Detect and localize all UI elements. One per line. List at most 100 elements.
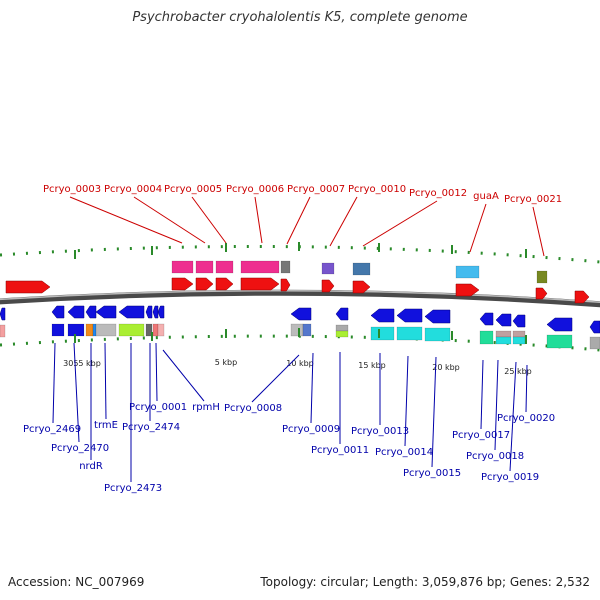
cog-feature-box xyxy=(92,323,97,337)
reverse-gene-label: Pcryo_0009 xyxy=(282,424,340,435)
cog-feature-box xyxy=(479,330,494,345)
cog-feature-box xyxy=(352,262,371,276)
genome-backbone xyxy=(0,289,600,308)
forward-label-leader xyxy=(286,196,311,245)
forward-gene-label: Pcryo_0003 xyxy=(43,184,101,195)
reverse-gene-arrow xyxy=(95,305,117,319)
forward-gene-arrow xyxy=(195,277,214,291)
forward-label-leader xyxy=(133,196,206,244)
cog-feature-box xyxy=(321,262,335,275)
forward-label-leader xyxy=(191,196,227,244)
reverse-gene-arrow xyxy=(0,307,6,321)
reverse-label-leader xyxy=(52,342,56,424)
reverse-gene-arrow xyxy=(424,309,451,324)
reverse-gene-label: Pcryo_0015 xyxy=(403,468,461,479)
forward-gene-arrow xyxy=(5,280,51,294)
forward-gene-label: Pcryo_0010 xyxy=(348,184,406,195)
forward-gene-arrow xyxy=(352,280,371,294)
forward-gene-arrow xyxy=(240,277,280,291)
forward-gene-label: Pcryo_0006 xyxy=(226,184,284,195)
cog-feature-box xyxy=(118,323,145,337)
cog-feature-box xyxy=(495,336,512,345)
scale-tick-label: 10 kbp xyxy=(286,359,314,368)
scale-tick-label: 15 kbp xyxy=(358,361,386,370)
reverse-gene-arrow xyxy=(335,307,349,321)
scale-tick-label: 5 kbp xyxy=(215,358,237,367)
reverse-label-leader xyxy=(155,342,158,402)
reverse-gene-label: Pcryo_2470 xyxy=(51,443,109,454)
reverse-gene-label: Pcryo_0013 xyxy=(351,426,409,437)
forward-gene-label: guaA xyxy=(473,191,499,202)
cog-feature-box xyxy=(302,323,312,337)
reverse-gene-arrow xyxy=(157,305,165,319)
cog-feature-box xyxy=(396,326,423,341)
reverse-gene-label: Pcryo_0018 xyxy=(466,451,524,462)
reverse-gene-arrow xyxy=(51,305,65,319)
reverse-label-leader xyxy=(104,342,107,420)
forward-gene-arrow xyxy=(280,278,291,292)
reverse-gene-arrow xyxy=(370,308,395,323)
reverse-gene-arrow xyxy=(512,314,526,328)
cog-feature-box xyxy=(85,323,94,337)
cog-feature-box xyxy=(335,330,349,338)
forward-gene-arrow xyxy=(321,279,335,293)
reverse-gene-label: Pcryo_0008 xyxy=(224,403,282,414)
scale-tick-label: 20 kbp xyxy=(432,363,460,372)
cog-feature-box xyxy=(546,334,573,349)
cog-feature-box xyxy=(0,324,6,338)
cog-feature-box xyxy=(455,265,480,279)
cog-feature-box xyxy=(495,330,512,338)
genome-backbone-highlight xyxy=(0,289,600,304)
reverse-gene-arrow xyxy=(67,305,85,319)
forward-gene-arrow xyxy=(215,277,234,291)
reverse-gene-arrow xyxy=(479,312,494,326)
forward-label-leader xyxy=(329,196,358,247)
forward-gene-label: Pcryo_0005 xyxy=(164,184,222,195)
reverse-gene-arrow xyxy=(589,320,600,334)
cog-feature-box xyxy=(157,323,165,337)
forward-label-leader xyxy=(362,200,438,247)
forward-gene-arrow xyxy=(171,277,194,291)
reverse-label-leader xyxy=(251,354,300,403)
reverse-label-leader xyxy=(509,361,517,472)
reverse-gene-arrow xyxy=(118,305,145,319)
reverse-gene-label: nrdR xyxy=(79,461,103,472)
reverse-gene-arrow xyxy=(152,305,159,319)
forward-gene-label: Pcryo_0004 xyxy=(104,184,162,195)
scale-tick-label: 3055 kbp xyxy=(63,359,101,368)
forward-gene-arrow xyxy=(455,283,480,297)
scale-tick-label: 25 kbp xyxy=(504,367,532,376)
cog-feature-box xyxy=(335,324,349,332)
forward-gene-label: Pcryo_0012 xyxy=(409,188,467,199)
genome-summary-text: Topology: circular; Length: 3,059,876 bp… xyxy=(260,575,590,589)
reverse-gene-label: Pcryo_2474 xyxy=(122,422,180,433)
reverse-label-leader xyxy=(480,359,484,430)
cog-feature-box xyxy=(215,260,234,274)
reverse-gene-arrow xyxy=(85,305,97,319)
forward-gene-label: Pcryo_0021 xyxy=(504,194,562,205)
cog-feature-box xyxy=(290,323,304,337)
reverse-gene-arrow xyxy=(495,313,512,327)
cog-feature-box xyxy=(171,260,194,274)
cog-feature-box xyxy=(195,260,214,274)
genome-title: Psychrobacter cryohalolentis K5, complet… xyxy=(132,10,468,25)
cog-feature-box xyxy=(424,327,451,342)
forward-gene-arrow xyxy=(535,287,548,300)
cog-feature-box xyxy=(589,336,600,350)
reverse-gene-label: rpmH xyxy=(192,402,220,413)
reverse-gene-label: Pcryo_0020 xyxy=(497,413,555,424)
forward-label-leader xyxy=(69,196,183,244)
reverse-gene-label: Pcryo_0011 xyxy=(311,445,369,456)
reverse-gene-label: Pcryo_2473 xyxy=(104,483,162,494)
reverse-label-leader xyxy=(162,349,205,402)
reverse-label-leader xyxy=(310,352,314,424)
reverse-label-leader xyxy=(525,364,528,413)
reverse-gene-label: Pcryo_0019 xyxy=(481,472,539,483)
cog-feature-box xyxy=(280,260,291,274)
reverse-gene-label: Pcryo_2469 xyxy=(23,424,81,435)
reverse-gene-arrow xyxy=(546,317,573,332)
reverse-gene-label: Pcryo_0017 xyxy=(452,430,510,441)
cog-feature-box xyxy=(145,323,153,337)
cog-feature-box xyxy=(512,330,526,338)
reverse-label-leader xyxy=(431,356,437,468)
